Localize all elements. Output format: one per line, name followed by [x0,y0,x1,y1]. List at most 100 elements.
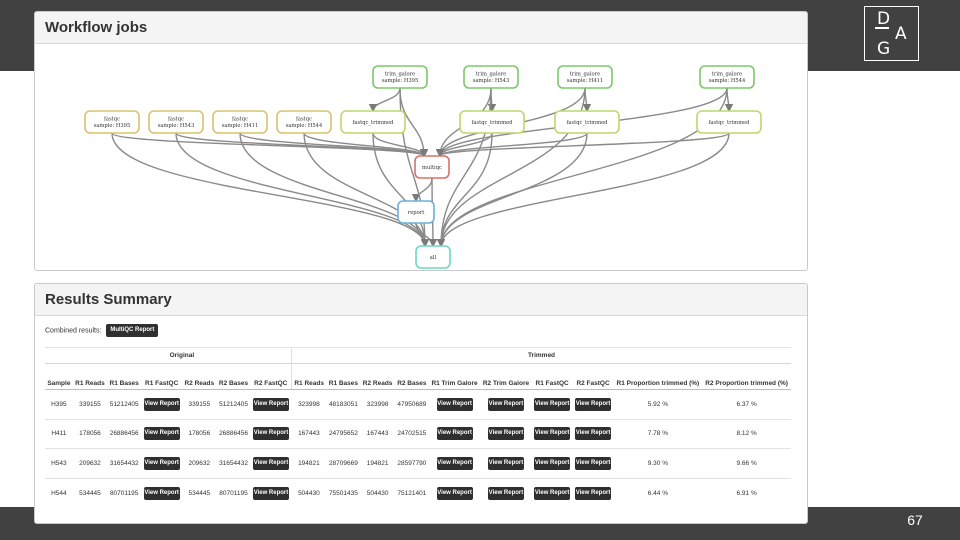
cell-t-r1-bases: 24795652 [326,418,361,449]
view-report-button-r2-trim-galore[interactable]: View Report [487,397,524,411]
dag-node-label: report [408,210,425,216]
view-report-button-r2-fastqc[interactable]: View Report [253,456,289,470]
view-report-button-r1-trim-galore[interactable]: View Report [436,397,473,411]
col-r1-trim-galore: R1 Trim Galore [428,363,481,390]
view-report-button-r2-trim-galore[interactable]: View Report [487,456,524,470]
combined-results-label: Combined results: [45,327,102,335]
col-r1-reads: R1 Reads [72,363,108,390]
multiqc-report-button[interactable]: MultiQC Report [106,324,159,337]
dag-node-ft2[interactable]: fastqc_trimmed [459,110,525,134]
dag-node-label: trim_galore [476,72,506,78]
dag-node-rp[interactable]: report [397,200,435,224]
cell-t-r2-reads: 504430 [360,477,395,508]
view-report-button-trimmed-r2-fastqc[interactable]: View Report [575,397,612,411]
dag-node-label: sample: H543 [473,78,510,84]
cell-r2-trim-galore: View Report [480,448,532,478]
cell-t-r2-reads: 167443 [360,418,395,449]
cell-t-r1-bases: 48183051 [326,389,361,419]
view-report-button-trimmed-r1-fastqc[interactable]: View Report [534,427,571,441]
view-report-button-r1-fastqc[interactable]: View Report [143,427,180,441]
view-report-button-trimmed-r2-fastqc[interactable]: View Report [575,427,612,441]
dag-node-label: fastqc_trimmed [566,120,608,126]
column-header-row: Sample R1 Reads R1 Bases R1 FastQC R2 Re… [45,363,791,390]
cell-r2-fastqc: View Report [250,477,292,508]
edge-fq4-mq [303,132,429,158]
view-report-button-trimmed-r2-fastqc[interactable]: View Report [575,486,612,500]
view-report-button-trimmed-r2-fastqc[interactable]: View Report [575,456,612,470]
edge-fq2-al [175,132,430,248]
dga-logo: D A G [864,6,919,61]
cell-r2-prop: 6.91 % [702,477,791,508]
view-report-button-r2-fastqc[interactable]: View Report [253,397,289,411]
combined-results: Combined results: MultiQC Report [45,324,159,337]
cell-r2-trim-galore: View Report [480,477,532,508]
logo-letter-a: A [895,24,907,44]
col-trimmed-r2-fastqc: R2 FastQC [572,363,614,390]
dag-node-label: sample: H411 [567,78,604,84]
view-report-button-trimmed-r1-fastqc[interactable]: View Report [534,456,571,470]
cell-r1-reads: 534445 [72,477,108,508]
dag-node-mq[interactable]: multiqc [414,155,450,179]
view-report-button-r1-trim-galore[interactable]: View Report [436,427,473,441]
cell-r1-bases: 51212405 [107,389,142,419]
cell-t-r2-bases: 75121401 [394,477,429,508]
dag-node-label: fastqc_trimmed [471,120,513,126]
cell-r2-prop: 8.12 % [702,418,791,449]
view-report-button-r2-trim-galore[interactable]: View Report [487,486,524,500]
cell-r2-trim-galore: View Report [480,389,532,419]
col-r2-reads: R2 Reads [182,363,217,390]
cell-t-r2-bases: 24702515 [394,418,429,449]
workflow-jobs-title: Workflow jobs [35,12,807,44]
view-report-button-trimmed-r1-fastqc[interactable]: View Report [534,486,571,500]
view-report-button-r1-fastqc[interactable]: View Report [143,456,180,470]
dag-node-label: sample: H395 [94,123,131,129]
cell-r1-fastqc: View Report [141,477,183,508]
cell-r2-fastqc: View Report [250,448,292,478]
cell-t-r2-bases: 47950689 [394,389,429,419]
view-report-button-trimmed-r1-fastqc[interactable]: View Report [534,397,571,411]
cell-t-r1-reads: 167443 [291,418,327,449]
cell-trimmed-r1-fastqc: View Report [531,448,573,478]
dag-node-label: sample: H411 [222,123,259,129]
dag-node-ft1[interactable]: fastqc_trimmed [340,110,406,134]
view-report-button-r1-trim-galore[interactable]: View Report [436,456,473,470]
view-report-button-r2-fastqc[interactable]: View Report [253,427,289,441]
dag-node-ft4[interactable]: fastqc_trimmed [696,110,762,134]
col-trimmed-r2-reads: R2 Reads [360,363,395,390]
cell-sample: H411 [45,418,73,449]
col-r2-proportion: R2 Proportion trimmed (%) [702,363,791,390]
dag-node-label: trim_galore [385,72,415,78]
view-report-button-r2-trim-galore[interactable]: View Report [487,427,524,441]
view-report-button-r1-trim-galore[interactable]: View Report [436,486,473,500]
dag-node-label: sample: H395 [382,78,419,84]
cell-r1-bases: 31654432 [107,448,142,478]
dag-node-ft3[interactable]: fastqc_trimmed [554,110,620,134]
cell-trimmed-r1-fastqc: View Report [531,389,573,419]
cell-r2-trim-galore: View Report [480,418,532,449]
results-summary-panel: Results Summary Combined results: MultiQ… [34,283,808,524]
group-spacer [45,347,73,364]
dag-node-al[interactable]: all [415,245,451,269]
col-trimmed-r1-bases: R1 Bases [326,363,361,390]
view-report-button-r1-fastqc[interactable]: View Report [143,397,180,411]
col-r1-bases: R1 Bases [107,363,142,390]
view-report-button-r2-fastqc[interactable]: View Report [253,486,289,500]
dag-node-label: trim_galore [712,72,742,78]
view-report-button-r1-fastqc[interactable]: View Report [143,486,180,500]
cell-t-r1-reads: 504430 [291,477,327,508]
cell-t-r1-reads: 323998 [291,389,327,419]
cell-t-r2-bases: 28597790 [394,448,429,478]
dag-node-label: trim_galore [570,72,600,78]
dag-node-label: fastqc_trimmed [708,120,750,126]
